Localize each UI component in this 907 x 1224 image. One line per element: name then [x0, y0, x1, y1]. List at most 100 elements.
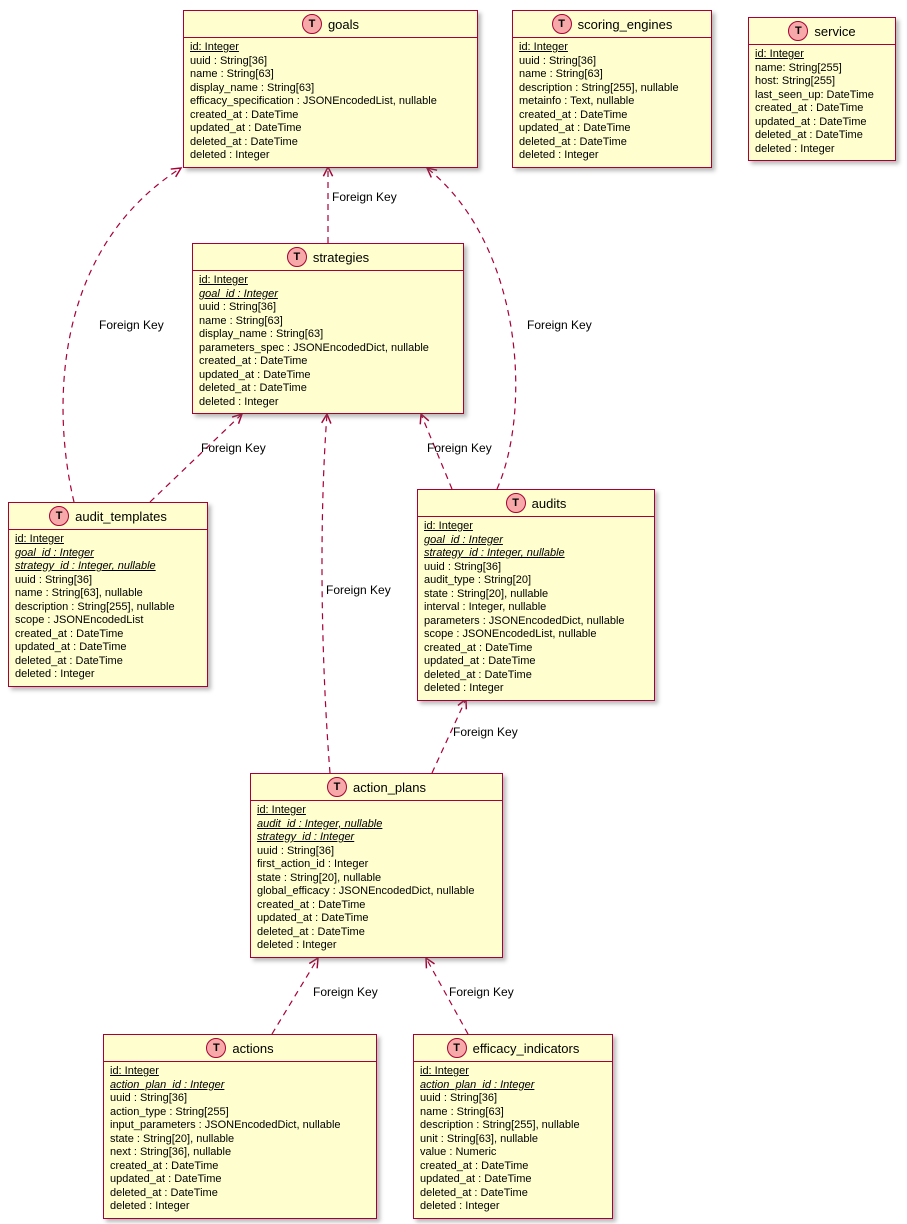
table-header: T strategies	[193, 244, 463, 270]
table-field: input_parameters : JSONEncodedDict, null…	[110, 1119, 341, 1131]
table-field: created_at : DateTime	[420, 1159, 529, 1172]
table-title: audits	[531, 495, 567, 511]
table-field: deleted_at : DateTime	[755, 129, 863, 141]
fk-edge-label: Foreign Key	[453, 725, 518, 739]
table-field: deleted_at : DateTime	[15, 654, 123, 667]
table-stereotype-icon: T	[206, 1038, 227, 1058]
table-field: deleted_at : DateTime	[257, 925, 365, 938]
fk-edge-audit-templates-strategies	[149, 412, 244, 503]
table-field: efficacy_specification : JSONEncodedList…	[190, 95, 437, 107]
table-field: strategy_id : Integer, nullable	[424, 547, 565, 559]
table-field: state : String[20], nullable	[257, 871, 382, 884]
table-field: name : String[63]	[190, 68, 274, 80]
table-field: deleted : Integer	[15, 668, 95, 680]
table-field: id: Integer	[519, 41, 568, 53]
table-field: id: Integer	[199, 274, 248, 286]
table-field: uuid : String[36]	[190, 54, 268, 67]
table-field: created_at : DateTime	[110, 1159, 219, 1172]
table-header: T service	[749, 18, 895, 44]
table-field: deleted : Integer	[199, 395, 279, 408]
table-field: created_at : DateTime	[199, 355, 308, 367]
table-field: id: Integer	[15, 533, 64, 545]
table-field: updated_at : DateTime	[190, 122, 302, 134]
table-title: action_plans	[353, 779, 426, 795]
table-title: efficacy_indicators	[472, 1040, 580, 1056]
table-title: audit_templates	[75, 508, 167, 524]
table-field: action_plan_id : Integer	[420, 1078, 535, 1091]
table-field: state : String[20], nullable	[424, 587, 549, 600]
table-field: name : String[63]	[199, 314, 283, 327]
table-field: strategy_id : Integer, nullable	[15, 560, 156, 572]
table-field: id: Integer	[257, 804, 306, 816]
table-field: updated_at : DateTime	[199, 368, 311, 381]
table-field: created_at : DateTime	[519, 108, 628, 121]
table-field: unit : String[63], nullable	[420, 1132, 539, 1145]
fk-edge-label: Foreign Key	[201, 441, 266, 455]
table-field: action_plan_id : Integer	[110, 1078, 225, 1091]
table-field: parameters : JSONEncodedDict, nullable	[424, 614, 625, 627]
table-field: updated_at : DateTime	[755, 115, 867, 128]
fk-edge-action-plans-strategies	[321, 412, 332, 774]
table-field: uuid : String[36]	[519, 54, 597, 67]
table-field: created_at : DateTime	[15, 627, 124, 640]
fk-edge-label: Foreign Key	[326, 583, 391, 597]
table-field: deleted : Integer	[420, 1200, 500, 1212]
table-field: created_at : DateTime	[257, 898, 366, 911]
table-field: name : String[63]	[420, 1105, 504, 1118]
table-header: T actions	[104, 1035, 376, 1061]
table-field: name : String[63], nullable	[15, 587, 143, 599]
fk-edge-efficacy-indicators-action-plans	[425, 956, 469, 1035]
table-field: goal_id : Integer	[199, 287, 278, 300]
table-field: scope : JSONEncodedList	[15, 614, 144, 626]
table-field: created_at : DateTime	[755, 102, 864, 114]
table-field: updated_at : DateTime	[15, 641, 127, 653]
table-field: audit_type : String[20]	[424, 574, 532, 586]
table-field: action_type : String[255]	[110, 1105, 229, 1118]
table-field: first_action_id : Integer	[257, 858, 369, 870]
table-field: deleted : Integer	[755, 142, 835, 155]
table-field: parameters_spec : JSONEncodedDict, nulla…	[199, 341, 429, 354]
table-field: host: String[255]	[755, 75, 836, 87]
table-field: goal_id : Integer	[424, 533, 503, 546]
table-header: T scoring_engines	[513, 11, 711, 37]
fk-edge-label: Foreign Key	[527, 318, 592, 332]
table-field: created_at : DateTime	[424, 641, 533, 654]
table-field: deleted_at : DateTime	[190, 135, 298, 148]
fk-edge-label: Foreign Key	[99, 318, 164, 332]
table-field: uuid : String[36]	[15, 573, 93, 586]
table-field: strategy_id : Integer	[257, 831, 355, 843]
table-field: id: Integer	[755, 48, 804, 60]
table-field: deleted_at : DateTime	[420, 1186, 528, 1199]
table-field: updated_at : DateTime	[424, 655, 536, 667]
fk-edge-label: Foreign Key	[449, 985, 514, 999]
table-stereotype-icon: T	[286, 247, 307, 267]
table-stereotype-icon: T	[301, 14, 322, 34]
table-field: id: Integer	[110, 1065, 159, 1077]
table-stereotype-icon: T	[327, 777, 347, 797]
table-field: description : String[255], nullable	[15, 600, 175, 613]
table-field: uuid : String[36]	[199, 301, 277, 313]
table-field: goal_id : Integer	[15, 546, 94, 559]
fk-edge-label: Foreign Key	[313, 985, 378, 999]
table-field: updated_at : DateTime	[257, 912, 369, 924]
table-stereotype-icon: T	[551, 14, 572, 34]
table-field: display_name : String[63]	[190, 81, 315, 94]
table-field: state : String[20], nullable	[110, 1132, 235, 1145]
table-field: deleted : Integer	[424, 682, 504, 694]
table-field: deleted_at : DateTime	[110, 1186, 218, 1199]
